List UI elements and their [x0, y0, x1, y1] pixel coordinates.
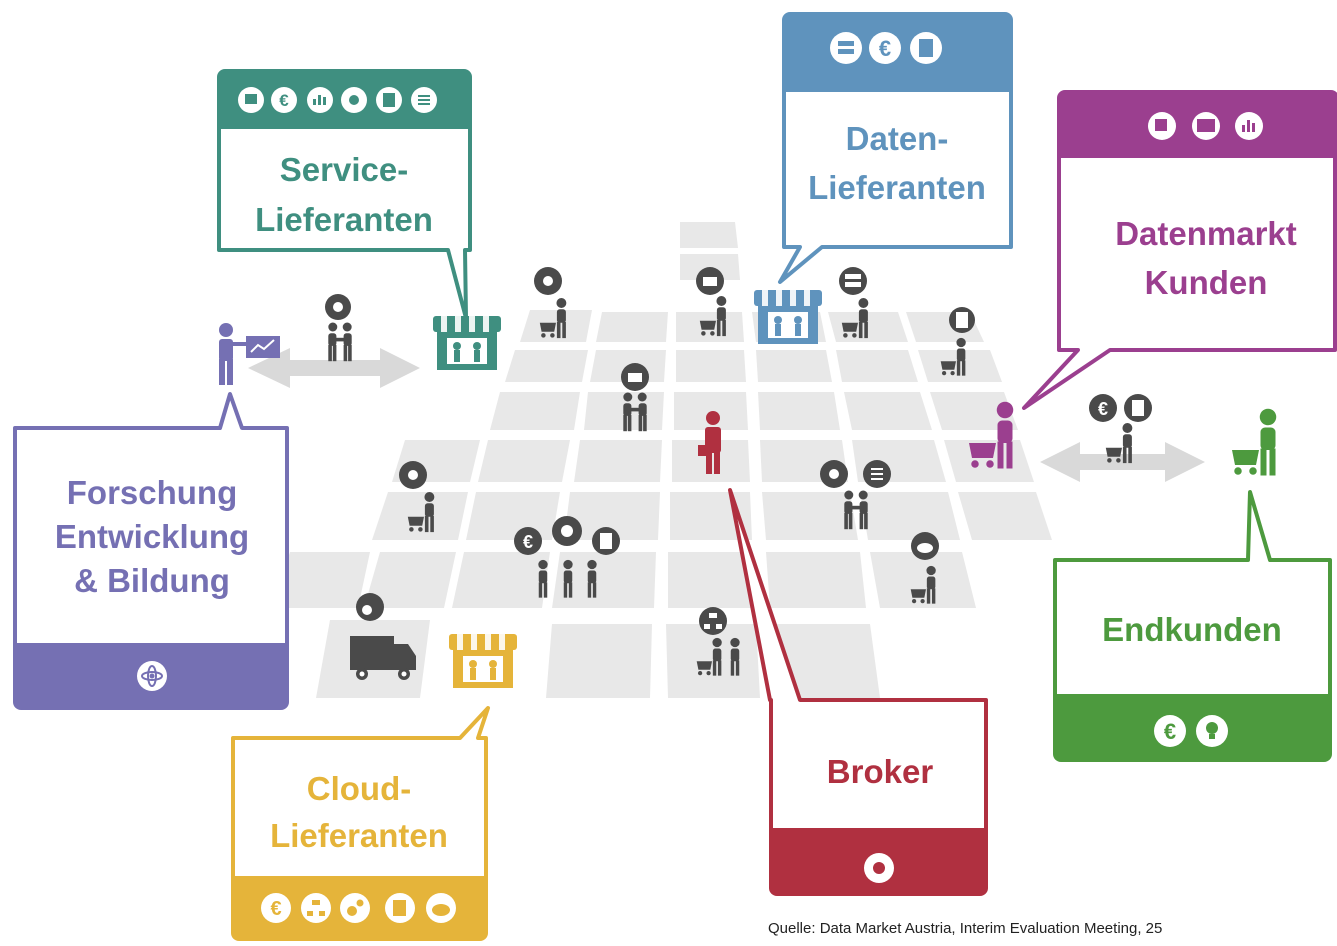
market-title-line1: Datenmarkt [1115, 215, 1297, 252]
svg-text:€: € [270, 898, 281, 920]
cloud-title-line1: Cloud- [307, 770, 411, 807]
truck-icon [350, 636, 416, 680]
broker-footer-icons [864, 853, 894, 883]
research-footer-icons [137, 661, 167, 691]
cloud-footer-icons: € [261, 893, 456, 923]
research-title-line1: Forschung [67, 474, 238, 511]
data-header-icons: € [830, 32, 942, 64]
euro-icon [514, 527, 542, 555]
euro-icon [271, 87, 297, 113]
service-title-line1: Service- [280, 151, 408, 188]
callout-datenmarkt-kunden [1022, 90, 1337, 410]
euro-icon [869, 32, 901, 64]
data-title-line1: Daten- [846, 120, 949, 157]
callout-daten-lieferanten [778, 12, 1013, 284]
service-header-icons: € [238, 87, 437, 113]
endkunden-title: Endkunden [1102, 611, 1282, 648]
exchange-arrows [248, 348, 1205, 482]
svg-text:€: € [1164, 719, 1176, 744]
researcher-presenter-icon [219, 323, 280, 385]
hierarchy-icon [301, 893, 331, 923]
market-title-line2: Kunden [1145, 264, 1268, 301]
hierarchy-icon [699, 607, 727, 635]
market-header-icons [1148, 112, 1263, 140]
cloud-store-icon [449, 634, 517, 688]
callout-cloud-lieferanten [231, 706, 490, 941]
enduser-icon [1232, 408, 1277, 476]
svg-text:€: € [879, 36, 891, 61]
cloud-title-line2: Lieferanten [270, 817, 448, 854]
endkunden-footer-icons: € [1154, 715, 1228, 747]
euro-icon [261, 893, 291, 923]
broker-title: Broker [827, 753, 934, 790]
research-title-line2: Entwicklung [55, 518, 249, 555]
data-store-icon [754, 290, 822, 344]
service-store-icon [433, 316, 501, 370]
svg-text:€: € [279, 91, 289, 110]
data-title-line2: Lieferanten [808, 169, 986, 206]
broker-person-icon [698, 411, 721, 474]
market-figures: € € [325, 267, 1152, 680]
svg-text:€: € [1098, 399, 1108, 419]
svg-text:€: € [523, 532, 533, 552]
callout-endkunden [1053, 490, 1332, 762]
service-title-line2: Lieferanten [255, 201, 433, 238]
market-floor-grid [272, 222, 1052, 698]
server-icon [839, 267, 867, 295]
euro-icon [1089, 394, 1117, 422]
server-icon [830, 32, 862, 64]
euro-icon [1154, 715, 1186, 747]
source-note: Quelle: Data Market Austria, Interim Eva… [768, 920, 1163, 937]
research-title-line3: & Bildung [74, 562, 230, 599]
